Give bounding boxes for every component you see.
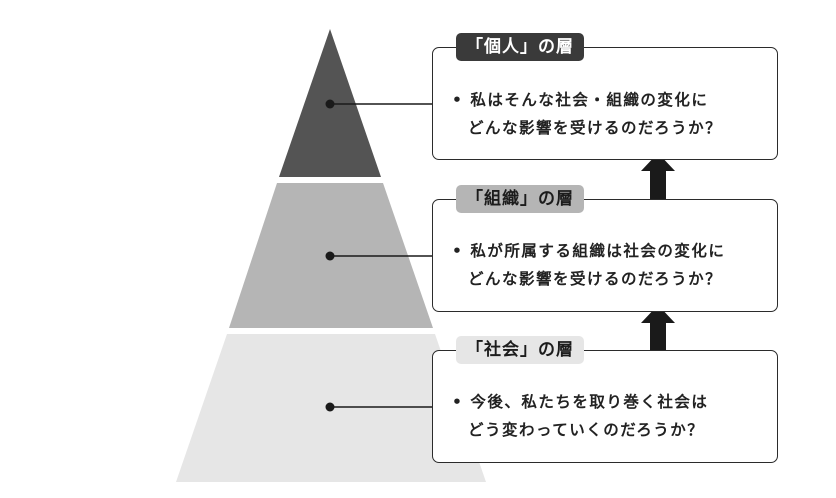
society-question-line1: 今後、私たちを取り巻く社会は <box>470 393 709 411</box>
society-layer-text: • 今後、私たちを取り巻く社会は どう変わっていくのだろうか？ <box>452 388 772 444</box>
bullet-icon: • <box>452 393 464 411</box>
individual-layer-text: • 私はそんな社会・組織の変化に どんな影響を受けるのだろうか？ <box>452 86 772 142</box>
organization-layer-tag: 「組織」の層 <box>456 185 584 213</box>
organization-layer-box <box>432 199 778 312</box>
connector-dot-individual <box>325 99 335 109</box>
organization-layer-text: • 私が所属する組織は社会の変化に どんな影響を受けるのだろうか？ <box>452 237 772 293</box>
bullet-icon: • <box>452 242 464 260</box>
individual-question-line1: 私はそんな社会・組織の変化に <box>470 91 709 109</box>
connector-dot-society <box>325 402 335 412</box>
bullet-icon: • <box>452 91 464 109</box>
arrow-up-society-to-organization <box>641 305 675 358</box>
organization-question-line2: どんな影響を受けるのだろうか？ <box>468 270 723 288</box>
society-layer-tag: 「社会」の層 <box>456 336 584 364</box>
organization-question-line1: 私が所属する組織は社会の変化に <box>470 242 726 260</box>
individual-question-line2: どんな影響を受けるのだろうか？ <box>468 119 723 137</box>
society-question-line2: どう変わっていくのだろうか？ <box>468 421 705 439</box>
individual-layer-tag: 「個人」の層 <box>456 33 584 61</box>
individual-layer-box <box>432 47 778 160</box>
society-layer-box <box>432 350 778 463</box>
connector-dot-organization <box>325 251 335 261</box>
arrow-up-organization-to-individual <box>641 153 675 206</box>
